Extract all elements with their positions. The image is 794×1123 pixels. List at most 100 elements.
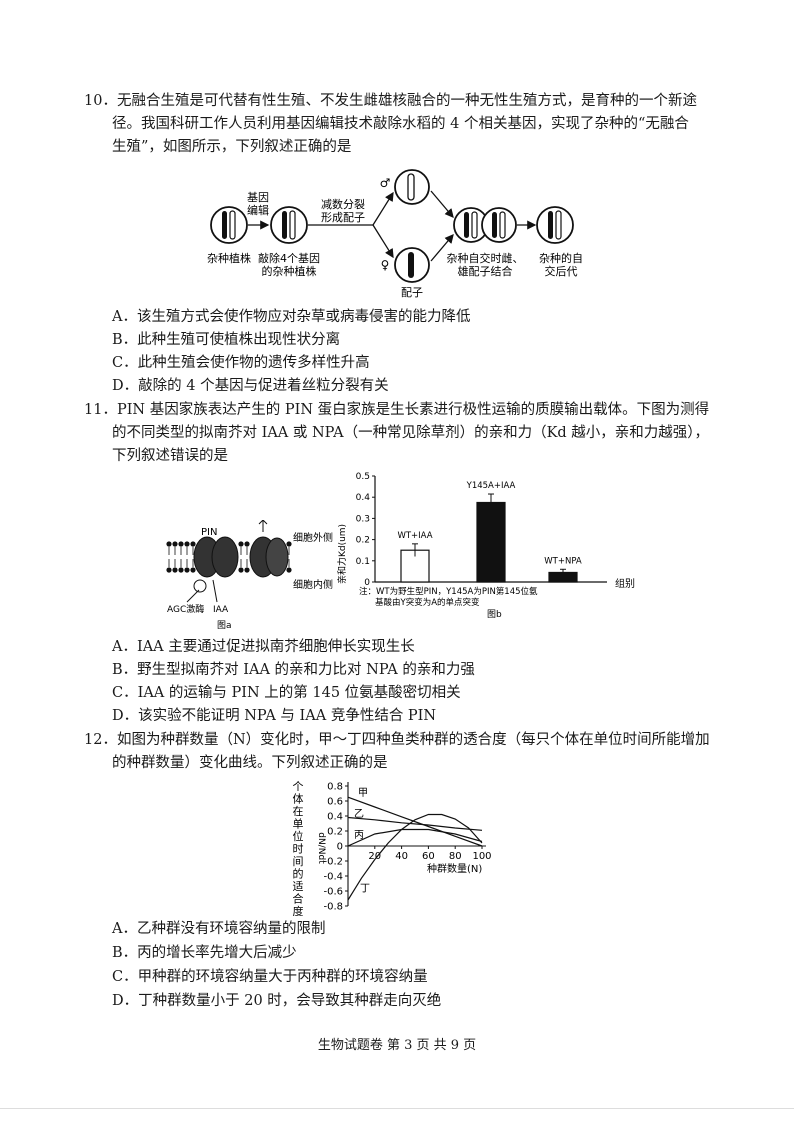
lipid-head-top [178, 541, 184, 547]
lipid-head-top [190, 541, 196, 547]
q11-option-b: B．野生型拟南芥对 IAA 的亲和力比对 NPA 的亲和力强 [112, 662, 475, 678]
bar-y-tick-label: 0.1 [356, 557, 370, 567]
line-x-tick-label: 40 [395, 851, 408, 862]
line-ylabel-char: 体 [293, 792, 304, 806]
line-y-tick-label: -0.4 [323, 872, 343, 883]
pin-protein-2-icon [249, 520, 289, 578]
lipid-head-top [184, 541, 190, 547]
edited-plant-cell-icon [270, 206, 308, 244]
membrane-bilayer [166, 541, 292, 573]
q11-line3: 下列叙述错误的是 [112, 448, 228, 464]
label-edit-2: 编辑 [247, 203, 269, 217]
lipid-head-bottom [238, 567, 244, 573]
lipid-head-bottom [178, 567, 184, 573]
line-xlabel: 种群数量(N) [427, 862, 482, 875]
label-knock-2: 的杂种植株 [262, 264, 317, 278]
q11-option-a: A．IAA 主要通过促进拟南芥细胞伸长实现生长 [112, 639, 415, 655]
line-x-tick-label: 100 [472, 851, 491, 862]
q12-option-a: A．乙种群没有环境容纳量的限制 [112, 921, 326, 937]
q10-option-d: D．敲除的 4 个基因与促进着丝粒分裂有关 [112, 378, 389, 394]
series-label-甲: 甲 [358, 788, 368, 799]
q11-figure-b-bar-chart: 亲和力Kd(um) 组别 0 0.1 0.2 0.3 0.4 0.5WT+IAA Y145A… [336, 472, 635, 618]
q11-option-c: C．IAA 的运输与 PIN 上的第 145 位氨基酸密切相关 [112, 685, 461, 701]
bar-category-label: WT+NPA [544, 556, 582, 566]
bar-y-tick-label: 0 [364, 578, 370, 588]
line-y-tick-label: 0.6 [327, 797, 343, 808]
q12-option-b: B．丙的增长率先增大后减少 [112, 945, 297, 961]
line-y-tick-label: -0.2 [323, 857, 343, 868]
male-symbol: ♂ [380, 176, 391, 190]
label-offspring-2: 交后代 [545, 264, 578, 278]
bar-ylabel: 亲和力Kd(um) [336, 524, 348, 584]
lipid-head-top [238, 541, 244, 547]
page-footer: 生物试题卷 第 3 页 共 9 页 [317, 1038, 477, 1053]
bar-y-tick-label: 0.4 [356, 493, 371, 503]
bar-category-label: WT+IAA [397, 531, 432, 541]
label-agc: AGC激酶 [167, 603, 204, 615]
lipid-head-bottom [166, 567, 172, 573]
line-ylabel-char: 适 [293, 880, 304, 893]
bar-xlabel: 组别 [615, 577, 635, 590]
label-selfing-2: 雄配子结合 [458, 264, 513, 278]
line-y-tick-label: 0.8 [327, 782, 343, 793]
line-ylabel-char: 间 [293, 855, 304, 868]
line-x-tick-label: 80 [449, 851, 462, 862]
series-label-丁: 丁 [360, 883, 370, 894]
series-label-丙: 丙 [354, 830, 364, 841]
label-knock-1: 敲除4个基因 [258, 251, 320, 265]
q12-option-c: C．甲种群的环境容纳量大于丙种群的环境容纳量 [112, 969, 428, 985]
q10-line1: 10．无融合生殖是可代替有性生殖、不发生雌雄核融合的一种无性生殖方式，是育种的一… [84, 93, 697, 109]
line-ylabel-char: 合 [293, 892, 304, 906]
series-label-乙: 乙 [354, 808, 364, 820]
line-ylabel-char: 度 [293, 904, 304, 916]
lipid-head-top [166, 541, 172, 547]
lipid-head-bottom [184, 567, 190, 573]
q12-option-d: D．丁种群数量小于 20 时，会导致其种群走向灭绝 [112, 993, 442, 1009]
q12-line2: 的种群数量）变化曲线。下列叙述正确的是 [112, 755, 388, 771]
line-ylabel-char: 的 [293, 867, 304, 881]
line-x-tick-label: 20 [368, 851, 381, 862]
male-gamete-cell-icon [394, 169, 430, 205]
lipid-head-bottom [286, 567, 292, 573]
q10-diagram: 基因 编辑 杂种植株 敲除4个基因 的杂种植株 减数分裂 形成配子 ♂ ♀ 配子 [207, 169, 583, 299]
line-y-tick-label: 0.2 [327, 827, 343, 838]
fusion-cells-icon [453, 207, 517, 243]
line-x-tick-label: 60 [422, 851, 435, 862]
line-ylabel-char: 位 [293, 829, 304, 843]
lipid-head-bottom [244, 567, 250, 573]
q10-line3: 生殖”，如图所示，下列叙述正确的是 [112, 139, 352, 155]
bar-y-tick-label: 0.5 [356, 472, 370, 482]
line-y-tick-label: -0.6 [323, 887, 343, 898]
q10-option-b: B．此种生殖可使植株出现性状分离 [112, 332, 341, 348]
line-y-tick-label: -0.8 [323, 902, 343, 913]
q10-option-a: A．该生殖方式会使作物应对杂草或病毒侵害的能力降低 [112, 309, 471, 325]
fig-b-note-2: 基酸由Y突变为A的单点突变 [375, 597, 480, 608]
offspring-cell-icon [536, 206, 574, 244]
series-line-乙 [347, 816, 483, 831]
hybrid-plant-cell-icon [210, 206, 248, 244]
label-meiosis-2: 形成配子 [321, 211, 365, 224]
lipid-head-bottom [172, 567, 178, 573]
pin-protein-icon [193, 536, 239, 578]
line-y-tick-label: 0.4 [327, 812, 343, 823]
q11-figure-a: PIN 细胞外侧 细胞内侧 AGC激酶 IAA 图a [166, 520, 333, 630]
line-ylabel-char: 时 [293, 843, 304, 856]
label-pin: PIN [201, 527, 217, 538]
series-line-甲 [347, 796, 483, 847]
label-gamete: 配子 [401, 286, 423, 299]
bar-category-label: Y145A+IAA [466, 481, 516, 491]
bar-y-tick-label: 0.3 [356, 514, 370, 524]
female-symbol: ♀ [381, 258, 390, 272]
lipid-head-top [172, 541, 178, 547]
line-ylabel-char: 个 [293, 780, 304, 793]
q11-line2: 的不同类型的拟南芥对 IAA 或 NPA（一种常见除草剂）的亲和力（Kd 越小，… [112, 425, 710, 441]
line-ylabel-char: 单 [293, 818, 304, 831]
female-gamete-cell-icon [394, 247, 430, 283]
bar-y-tick-label: 0.2 [356, 536, 370, 546]
q11-option-d: D．该实验不能证明 NPA 与 IAA 竞争性结合 PIN [112, 708, 437, 724]
label-edit-1: 基因 [247, 191, 269, 204]
line-ylabel-char: 在 [293, 805, 304, 818]
lipid-head-bottom [190, 567, 196, 573]
line-y-tick-label: 0 [337, 842, 343, 853]
